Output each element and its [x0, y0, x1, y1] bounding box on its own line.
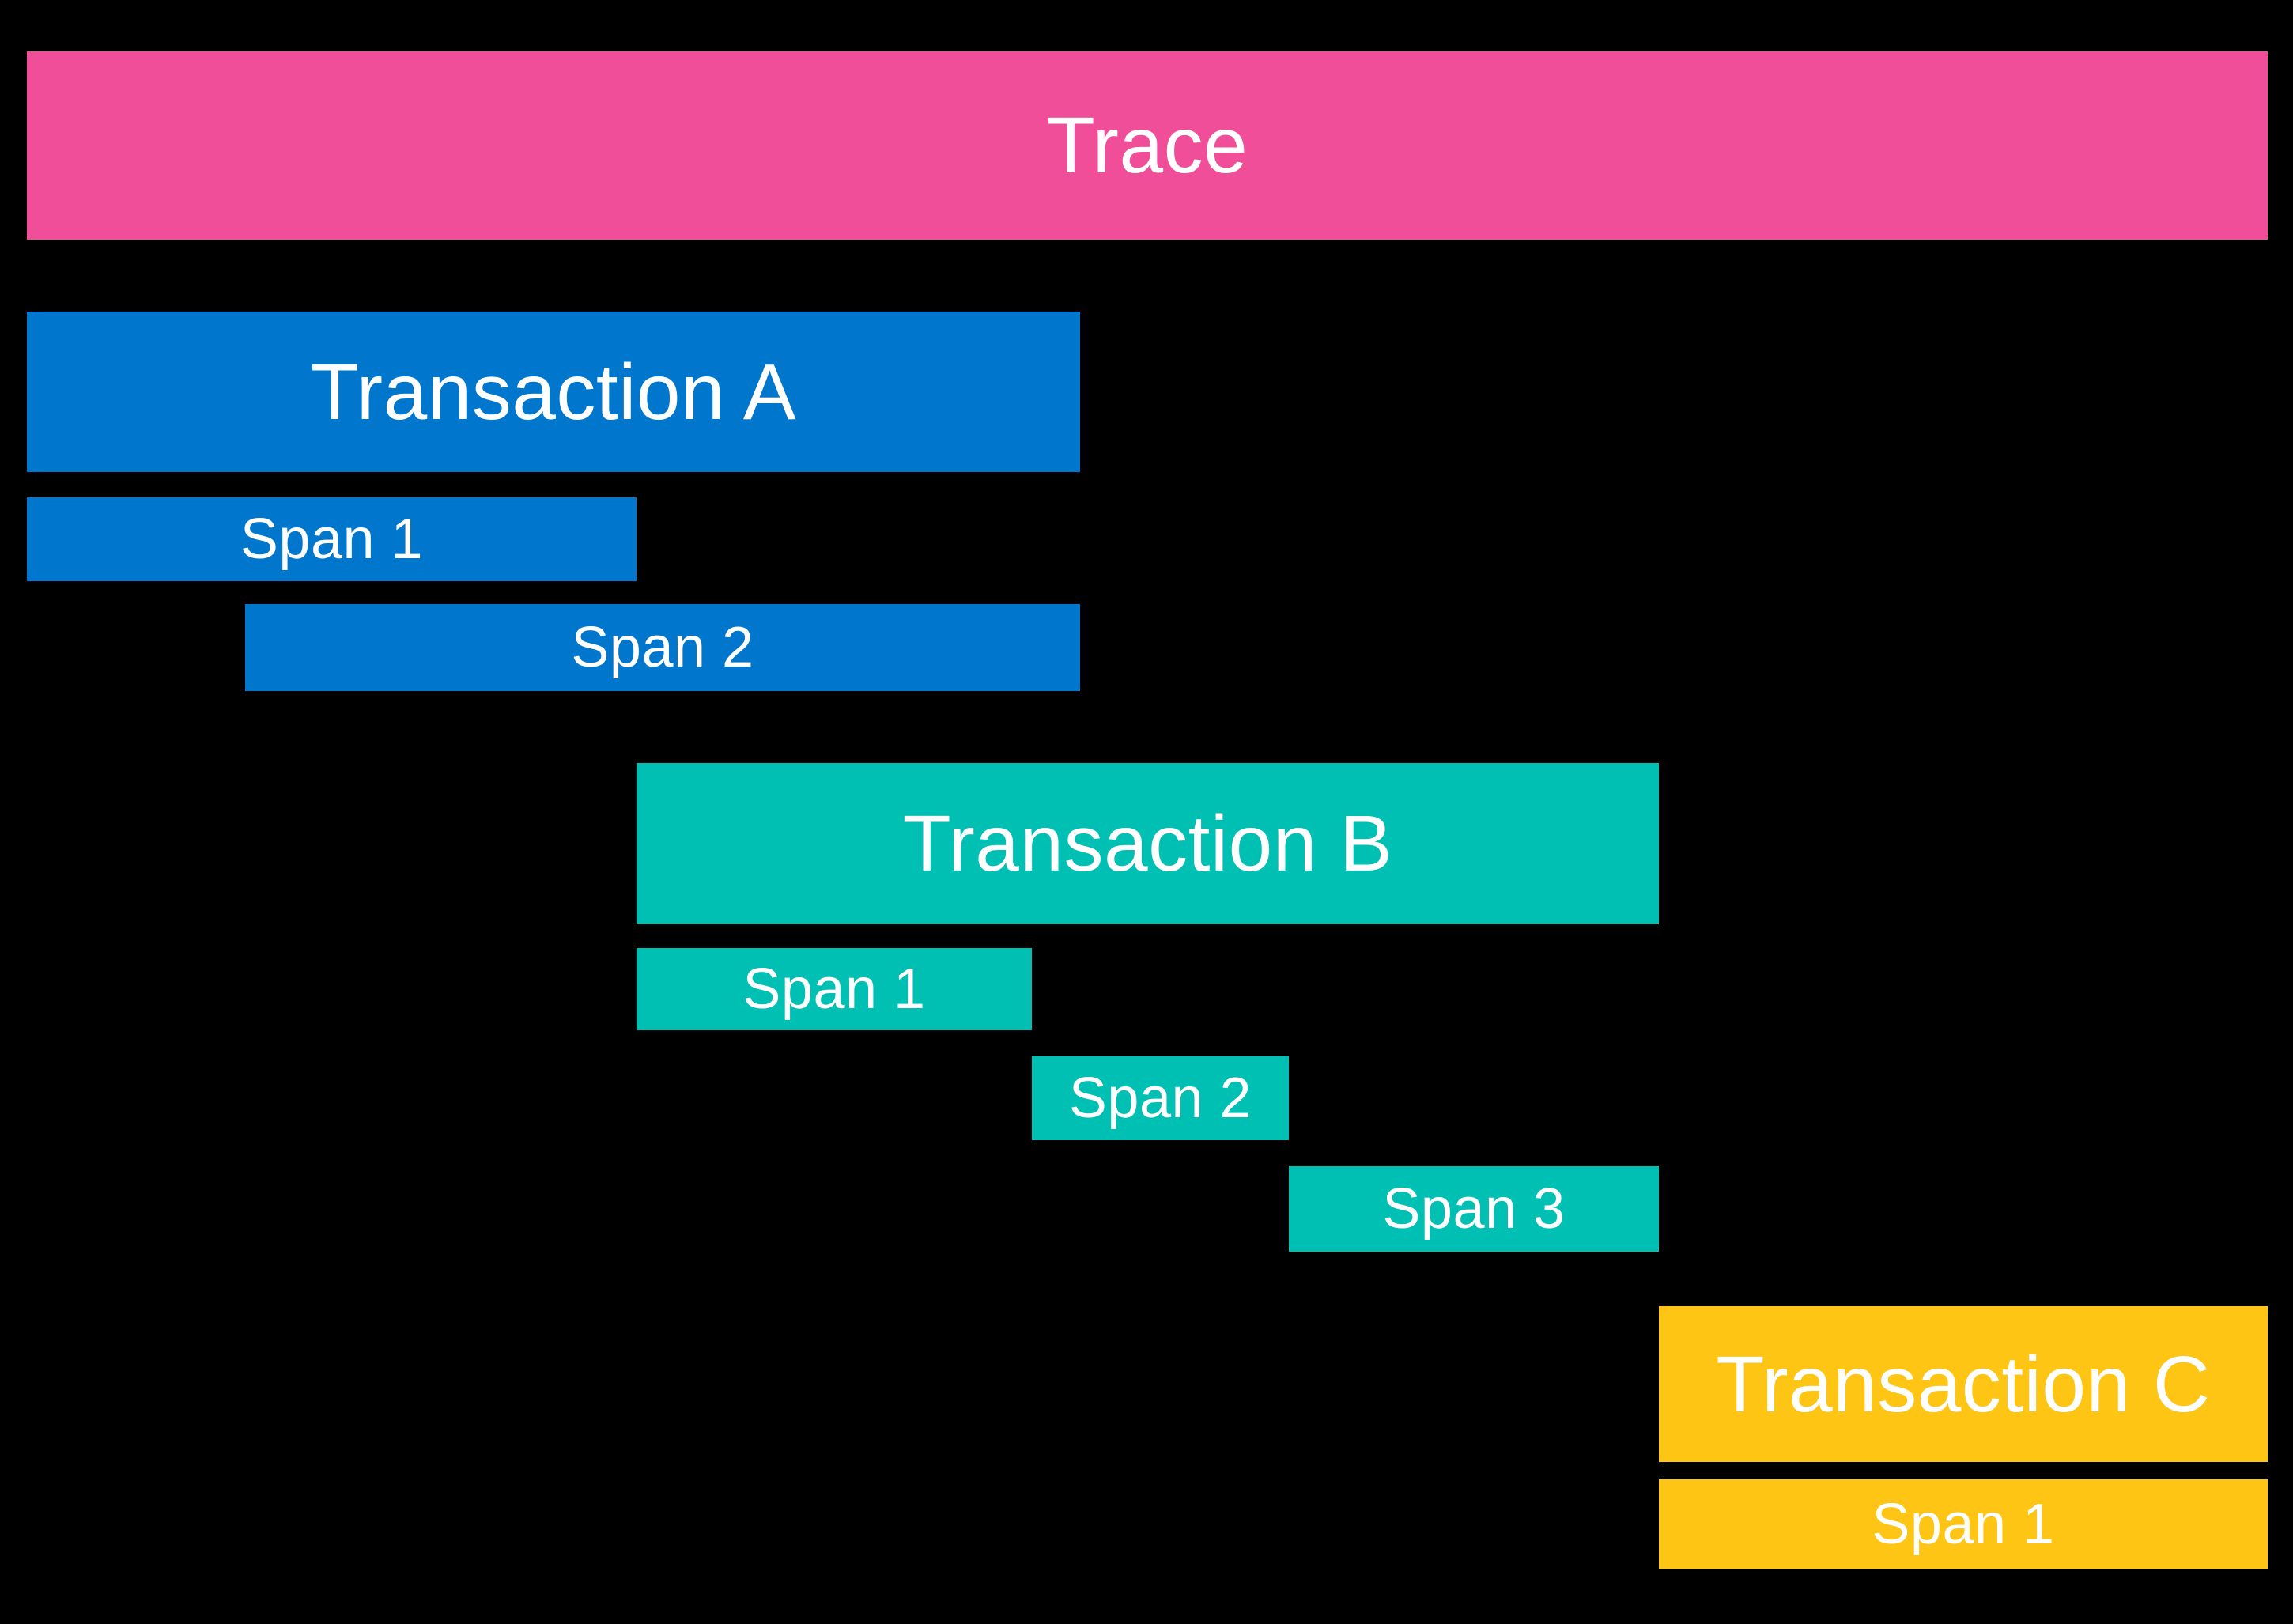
transaction-b-bar: Transaction B: [637, 763, 1659, 924]
transaction-b-label: Transaction B: [902, 799, 1393, 888]
transaction-b-span-2-bar: Span 2: [1032, 1056, 1289, 1140]
transaction-a-span-2-bar: Span 2: [245, 604, 1080, 691]
trace-label: Trace: [1046, 101, 1248, 190]
transaction-b-span-1-bar: Span 1: [637, 948, 1032, 1030]
transaction-c-span-1-bar: Span 1: [1659, 1479, 2268, 1569]
transaction-a-label: Transaction A: [310, 347, 797, 436]
transaction-b-span-2-label: Span 2: [1068, 1067, 1252, 1130]
transaction-b-span-1-label: Span 1: [742, 957, 926, 1021]
transaction-a-span-1-label: Span 1: [240, 508, 424, 571]
transaction-c-span-1-label: Span 1: [1872, 1492, 2055, 1556]
transaction-a-span-1-bar: Span 1: [27, 497, 637, 581]
transaction-a-bar: Transaction A: [27, 312, 1080, 472]
transaction-b-span-3-bar: Span 3: [1289, 1166, 1659, 1252]
transaction-b-span-3-label: Span 3: [1382, 1177, 1566, 1241]
transaction-c-bar: Transaction C: [1659, 1306, 2268, 1462]
transaction-a-span-2-label: Span 2: [571, 616, 754, 679]
trace-bar: Trace: [27, 51, 2268, 240]
transaction-c-label: Transaction C: [1716, 1339, 2211, 1429]
